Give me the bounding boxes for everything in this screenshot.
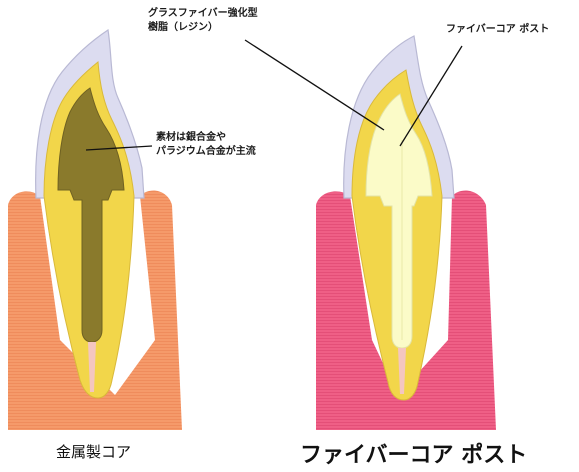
label-metal-material: 素材は銀合金や パラジウム合金が主流	[156, 131, 256, 159]
fiber-core-tooth	[316, 35, 496, 430]
label-fiber-post-text: ファイバーコア ポスト	[446, 24, 550, 35]
caption-right: ファイバーコア ポスト	[300, 443, 528, 468]
pulp-tip-right	[398, 348, 406, 394]
leader-fiber-post	[399, 45, 463, 147]
fiber-core	[365, 93, 433, 349]
gum-right	[316, 190, 496, 430]
label-resin-line1: グラスファイバー強化型	[148, 8, 258, 19]
label-metal-material-line2: パラジウム合金が主流	[156, 146, 256, 157]
label-resin-line2: 樹脂（レジン）	[148, 22, 218, 33]
metal-core-tooth	[8, 28, 182, 430]
caption-left: 金属製コア	[56, 443, 132, 461]
gum-left	[8, 190, 182, 430]
leader-resin	[244, 39, 385, 131]
leader-metal-material	[85, 145, 153, 151]
label-fiber-post: ファイバーコア ポスト	[446, 23, 549, 37]
metal-core	[57, 87, 125, 343]
label-resin: グラスファイバー強化型 樹脂（レジン）	[148, 7, 258, 35]
pulp-tip-left	[88, 342, 96, 392]
label-metal-material-line1: 素材は銀合金や	[156, 132, 226, 143]
